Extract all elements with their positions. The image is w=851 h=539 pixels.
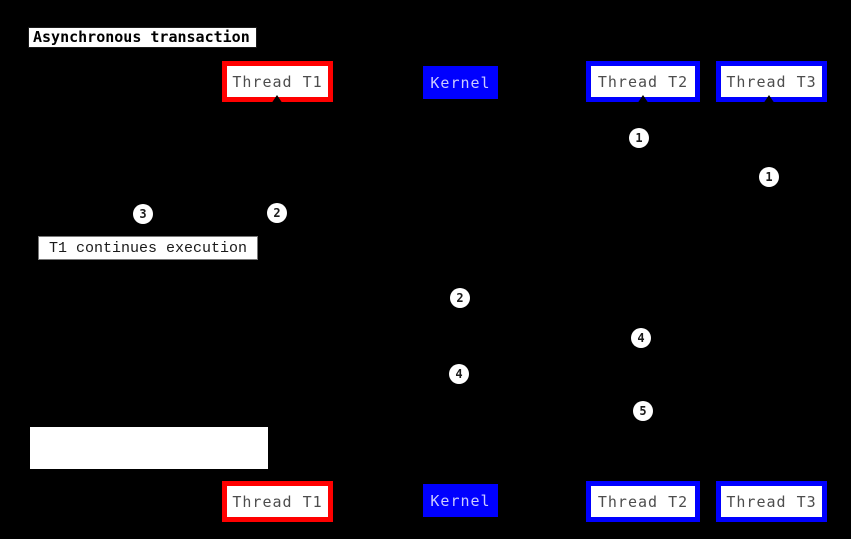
step-marker: 2 [267, 203, 287, 223]
note-blank [30, 427, 268, 469]
participant-top-kernel: Kernel [423, 66, 498, 99]
step-number: 1 [635, 131, 643, 145]
arrowhead-down-icon [637, 472, 649, 481]
participant-top-thread-t3: Thread T3 [716, 61, 827, 102]
step-marker: 2 [450, 288, 470, 308]
participant-bottom-thread-t2: Thread T2 [586, 481, 700, 522]
lifeline-start-notch [271, 95, 283, 104]
step-number: 3 [139, 207, 147, 221]
step-number: 2 [273, 206, 281, 220]
arrowhead-down-icon [763, 472, 775, 481]
note-text: T1 continues execution [48, 239, 248, 257]
participant-label: Thread T3 [726, 492, 817, 511]
step-number: 2 [456, 291, 464, 305]
lifeline-start-notch [763, 95, 775, 104]
participant-label: Thread T2 [597, 72, 689, 91]
step-marker: 3 [133, 204, 153, 224]
step-marker: 5 [633, 401, 653, 421]
step-number: 4 [455, 367, 463, 381]
participant-bottom-kernel: Kernel [423, 484, 498, 517]
participant-label: Kernel [430, 491, 491, 510]
participant-bottom-thread-t3: Thread T3 [716, 481, 827, 522]
participant-label: Kernel [430, 73, 491, 92]
step-number: 1 [765, 170, 773, 184]
diagram-title: Asynchronous transaction [28, 27, 257, 48]
participant-bottom-thread-t1: Thread T1 [222, 481, 333, 522]
lifeline-thread-t3 [769, 102, 770, 481]
step-marker: 4 [631, 328, 651, 348]
step-marker: 1 [759, 167, 779, 187]
lifeline-thread-t1 [277, 102, 278, 481]
note-t1-continues-execution: T1 continues execution [38, 236, 258, 260]
step-marker: 1 [629, 128, 649, 148]
lifeline-start-notch [637, 95, 649, 104]
lifeline-thread-t2 [643, 102, 644, 481]
participant-label: Thread T3 [726, 72, 817, 91]
participant-label: Thread T2 [597, 492, 689, 511]
step-number: 4 [637, 331, 645, 345]
step-marker: 4 [449, 364, 469, 384]
step-number: 5 [639, 404, 647, 418]
arrowhead-down-icon [271, 472, 283, 481]
participant-label: Thread T1 [232, 72, 323, 91]
participant-label: Thread T1 [232, 492, 323, 511]
